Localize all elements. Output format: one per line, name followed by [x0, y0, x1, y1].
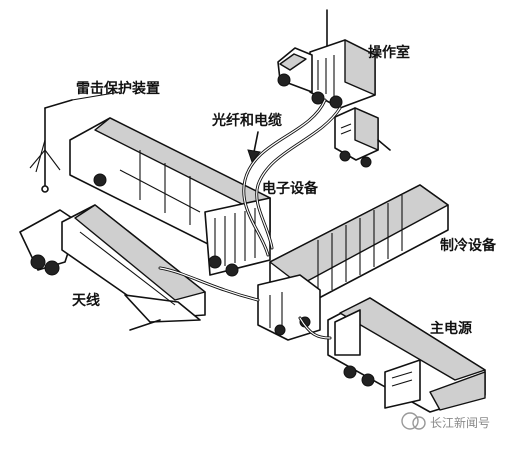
fiber-and-cables [158, 98, 342, 340]
lightning-protection-mast [29, 99, 73, 193]
label-lightning-protection: 雷击保护装置 [76, 81, 160, 97]
label-cooling-equipment: 制冷设备 [440, 238, 496, 254]
cooling-trailer [257, 184, 449, 341]
label-antenna: 天线 [72, 293, 100, 309]
label-control-room: 操作室 [368, 45, 410, 61]
antenna-trailer [19, 204, 206, 331]
electronics-trailer [69, 117, 271, 277]
label-fiber-and-cable: 光纤和电缆 [212, 113, 282, 129]
control-room-truck [277, 9, 376, 109]
generator-cart [334, 107, 391, 168]
label-main-power: 主电源 [430, 321, 472, 337]
watermark-logo [401, 412, 426, 430]
label-pointers [71, 91, 261, 164]
main-power-trailer [327, 297, 486, 413]
label-electronic-equipment: 电子设备 [262, 181, 318, 197]
watermark-text: 长江新闻号 [430, 416, 491, 430]
